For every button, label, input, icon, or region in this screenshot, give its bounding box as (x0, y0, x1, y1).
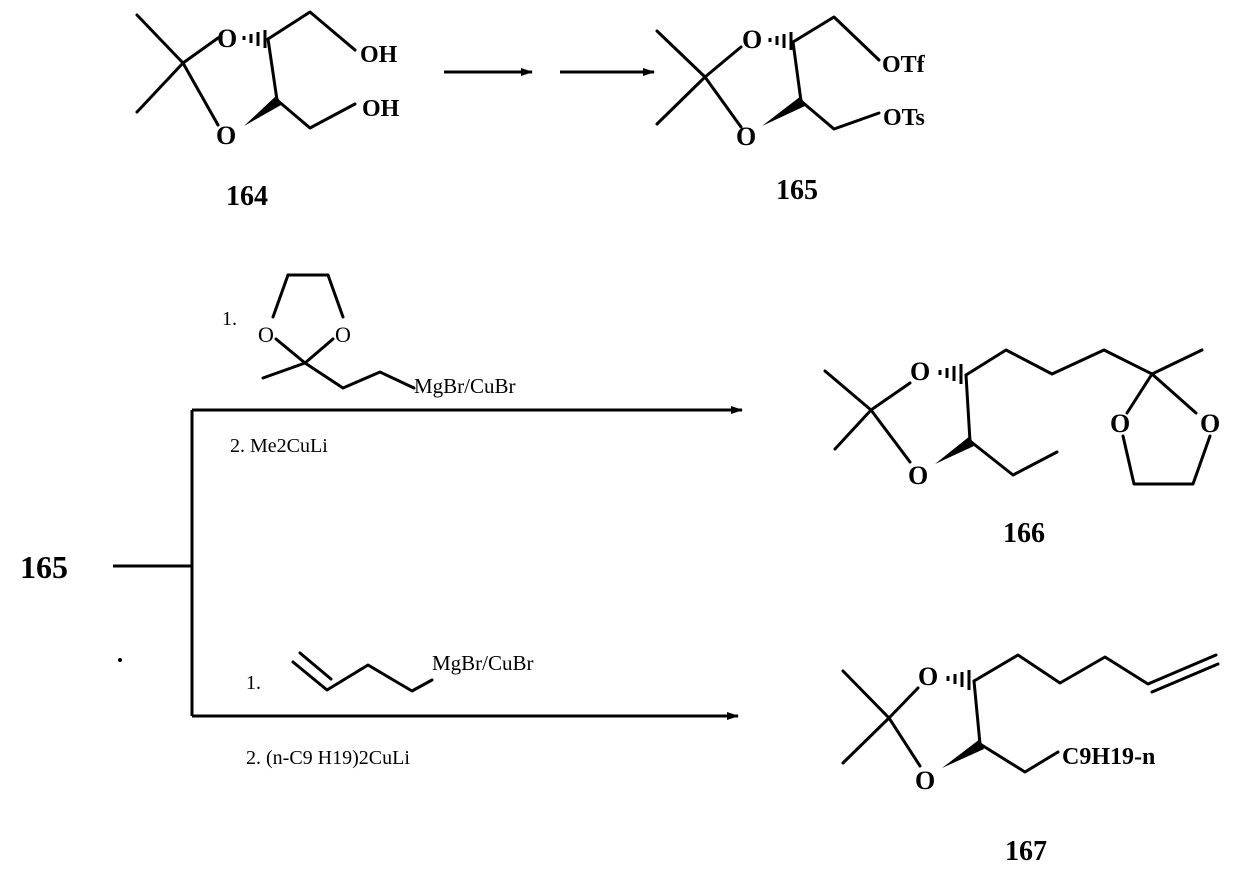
compound-165-start-label: 165 (20, 549, 68, 585)
dioxolane-oxygen-left: O (258, 322, 274, 347)
dioxolane-oxygen-right: O (335, 322, 351, 347)
c167-hashed-bond (946, 670, 971, 690)
c167-ring-oxygen-bottom: O (915, 766, 935, 795)
compound-166-structure: O O O O (823, 348, 1220, 490)
c165-ring-oxygen-bottom: O (736, 122, 756, 151)
compound-164-structure: O O OH OH (135, 10, 400, 150)
upper-step1-grignard: MgBr/CuBr (414, 374, 516, 398)
stray-dot (118, 658, 122, 662)
compound-165-structure: O O OTf OTs (655, 15, 926, 151)
c165-wedge-bond (762, 96, 805, 126)
c166-ring-oxygen-bottom: O (908, 461, 928, 490)
c166-wedge-bond (935, 436, 974, 464)
lower-step1-number: 1. (246, 672, 261, 694)
c164-hydroxyl-top: OH (360, 42, 398, 68)
lower-step1-grignard: MgBr/CuBr (432, 651, 534, 675)
c165-ring-oxygen-top: O (742, 25, 762, 54)
c164-ring-oxygen-top: O (217, 24, 237, 53)
compound-164-label: 164 (226, 181, 268, 212)
lower-step2-reagent: 2. (n-C9 H19)2CuLi (246, 747, 410, 769)
c166-ring-oxygen-top: O (910, 357, 930, 386)
c164-wedge-bond (244, 95, 281, 126)
butenyl-reagent-structure (291, 651, 434, 693)
c165-tosylate-group: OTs (883, 105, 925, 131)
compound-167-label: 167 (1005, 836, 1047, 867)
compound-165-label: 165 (776, 175, 818, 206)
c166-dioxolane-oxygen-right: O (1200, 409, 1220, 438)
c164-ring-oxygen-bottom: O (216, 121, 236, 150)
upper-step1-number: 1. (222, 308, 237, 330)
c167-wedge-bond (942, 739, 984, 768)
compound-166-label: 166 (1003, 518, 1045, 549)
c166-hashed-bond (938, 364, 963, 384)
dioxolane-reagent-structure: O O (258, 273, 416, 390)
c164-hydroxyl-bottom: OH (362, 96, 400, 122)
compound-167-structure: O O C9H19-n (841, 653, 1220, 795)
c165-triflate-group: OTf (882, 52, 926, 78)
upper-step2-reagent: 2. Me2CuLi (230, 435, 328, 457)
c167-ring-oxygen-top: O (918, 662, 938, 691)
c166-dioxolane-oxygen-left: O (1110, 409, 1130, 438)
c165-hashed-bond (768, 32, 793, 50)
c164-hashed-bond (242, 30, 267, 48)
c167-nonyl-group: C9H19-n (1062, 744, 1155, 770)
